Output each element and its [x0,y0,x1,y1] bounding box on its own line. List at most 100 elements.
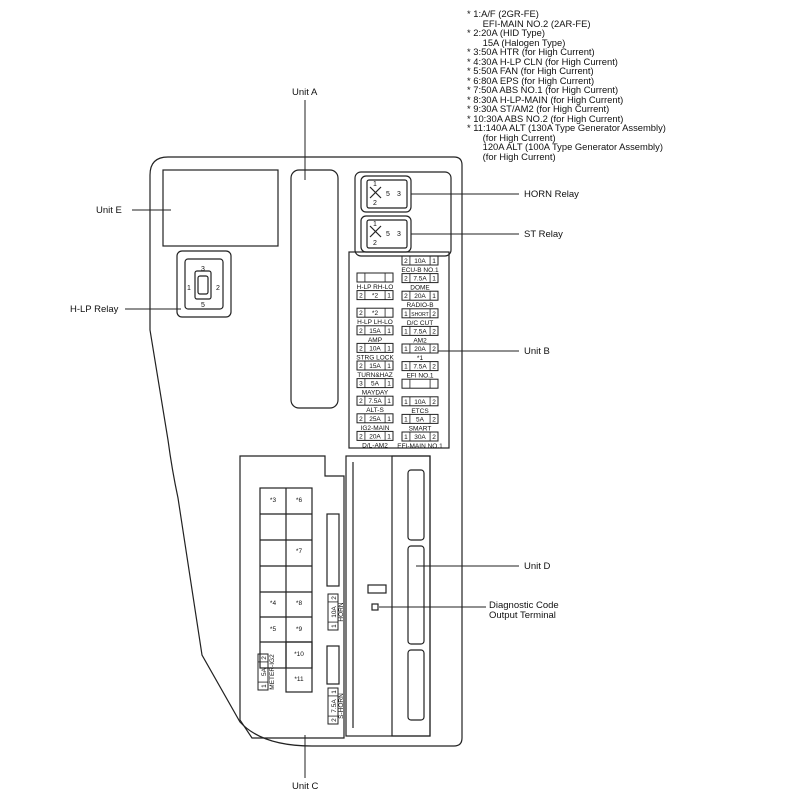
fuse-rating: 7.5A [413,328,427,335]
fuse-pin: 2 [404,293,408,300]
fuse-pin: 1 [404,346,408,353]
fuse-rating: 25A [369,416,381,423]
horn-fuse-label: HORN [338,602,345,621]
footnote-line: * 9:30A ST/AM2 (for High Current) [467,103,610,114]
fuse-label: MAYDAY [362,390,389,397]
horn-relay-pin: 5 [386,191,390,198]
footnote-line: 120A ALT (100A Type Generator Assembly) [467,141,663,152]
footnote-line: 15A (Halogen Type) [467,36,566,48]
st-relay-pin: 3 [397,231,401,238]
diag-terminal-label: Output Terminal [489,610,556,621]
fuse-rating: 10A [414,399,426,406]
st-relay-pin: 5 [386,231,390,238]
unit-a-label: Unit A [292,87,318,98]
st-relay-pin: 1 [373,221,377,228]
unit-b-fuse-block [348,251,450,449]
fuse-pin: 2 [432,328,436,335]
footnote-line: * 4:30A H-LP CLN (for High Current) [467,55,618,67]
fuse-label: AMP [368,337,382,344]
fuse-pin: 2 [331,596,338,600]
hlp-relay-label: H-LP Relay [70,304,119,315]
shorn-fuse: 27.5A1 [327,687,339,725]
meter-ig2-fuse-label: METER-IG2 [269,654,276,690]
fuse-pin: 2 [331,718,338,722]
leader-lines [125,100,519,778]
fuse-label: H-LP RH-LO [357,284,394,291]
unit-e-label: Unit E [96,205,122,216]
fuse-pin: 1 [404,311,408,318]
fusible-link-label: *9 [296,626,303,633]
fuse-pin: 1 [404,328,408,335]
fuse-pin: 2 [261,656,268,660]
footnote-line: * 11:140A ALT (130A Type Generator Assem… [467,122,666,133]
hlp-relay-pin: 3 [201,266,205,273]
fusible-link-label: *6 [296,497,303,504]
fusible-link-label: *3 [270,497,277,504]
fuse-pin: 2 [432,311,436,318]
fuse-rating: 7.5A [413,276,427,283]
fuse-label: ETCS [411,408,429,415]
fuse-pin: 1 [404,434,408,441]
fuse-pin: 1 [432,276,436,283]
fuse-pin: 2 [359,328,363,335]
fuse-label: H-LP LH-LO [357,319,393,326]
unit-c-block [239,455,345,739]
unit-a-block [290,169,339,409]
fuse-rating: 5A [416,416,425,423]
fuse-pin: 1 [432,293,436,300]
fuse-pin: 2 [359,345,363,352]
hlp-relay-pin: 1 [187,285,191,292]
st-relay-label: ST Relay [524,229,563,240]
fuse-rating: 10A [369,345,381,352]
fuse-pin: 1 [387,433,391,440]
fuse-pin: 2 [404,276,408,283]
fusible-link-label: *8 [296,600,303,607]
fuse-rating: 10A [414,258,426,265]
fuse-pin: 2 [359,398,363,405]
fuse-pin: 1 [387,381,391,388]
fusible-link-label: *7 [296,548,303,555]
fuse-label: IG2-MAIN [361,425,390,432]
unit-b-label: Unit B [524,346,550,357]
fuse: 2*2H-LP LH-LO [356,307,394,326]
fuse-rating: 7.5A [413,364,427,371]
fuse-rating: 5A [261,667,268,676]
fuse-pin: 2 [359,363,363,370]
fuse-rating: 7.5A [368,398,382,405]
fuse-label: EFI-MAIN NO.1 [397,443,443,450]
fuse-label: ECU-B NO.1 [401,267,439,274]
footnote-line: (for High Current) [467,131,556,143]
footnotes: * 1:A/F (2GR-FE) EFI-MAIN NO.2 (2AR-FE) … [467,9,666,161]
fuse-label: ALT-S [366,407,384,414]
fuse [401,378,439,389]
fusible-link-label: *11 [294,676,304,683]
fuse-pin: 2 [432,346,436,353]
fuse-rating: 20A [414,346,426,353]
horn-relay-label: HORN Relay [524,189,579,200]
fuse-pin: 1 [432,258,436,265]
unit-c-slot [326,645,340,685]
fuse-label: AM2 [413,337,427,344]
fuse-pin: 1 [387,363,391,370]
fusible-link-label: *5 [270,626,277,633]
fuse-pin: 2 [432,399,436,406]
fuse-label: SMART [409,425,432,432]
diag-terminal-label: Diagnostic Code [489,600,559,611]
fuse-pin: 3 [359,381,363,388]
footnote-line: * 3:50A HTR (for High Current) [467,46,595,57]
